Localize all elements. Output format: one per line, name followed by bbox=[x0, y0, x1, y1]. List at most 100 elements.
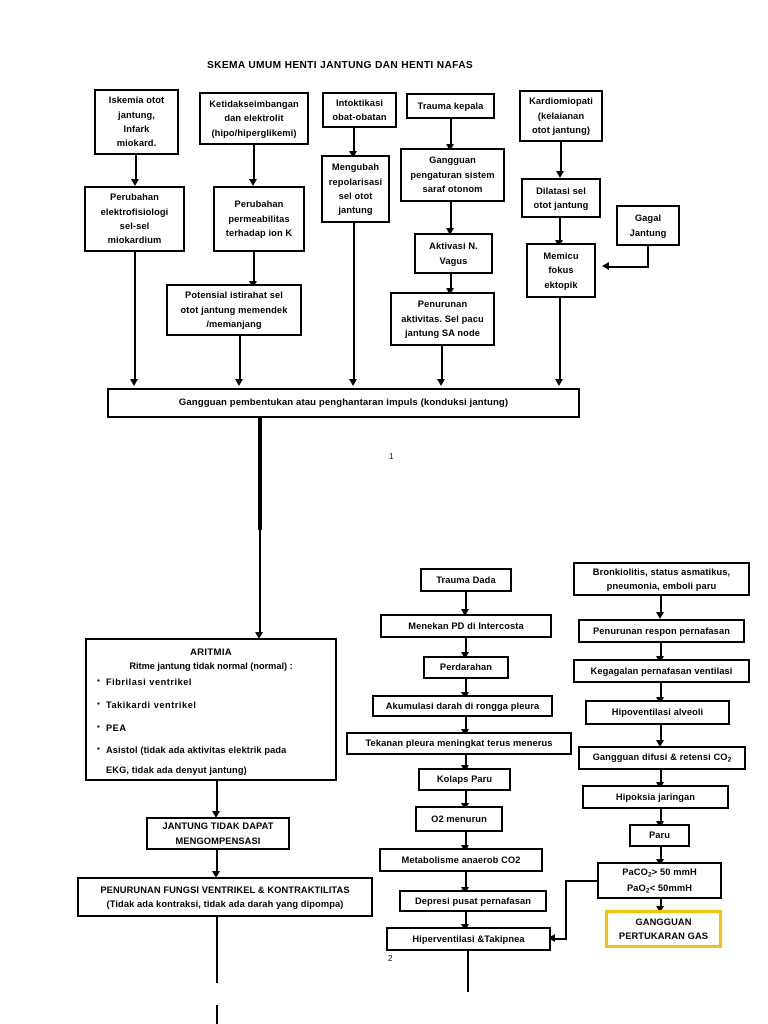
connector bbox=[465, 755, 467, 766]
node-gangguan-konduksi-jantung[interactable]: Gangguan pembentukan atau penghantaran i… bbox=[107, 388, 580, 418]
node-line: permeabilitas bbox=[228, 213, 290, 224]
connector bbox=[465, 679, 467, 693]
node-hiperventilasi-takipnea[interactable]: Hiperventilasi &Takipnea bbox=[386, 927, 551, 951]
node-jantung-tidak-dapat-mengompensasi[interactable]: JANTUNG TIDAK DAPAT MENGOMPENSASI bbox=[146, 817, 290, 850]
node-line: MENGOMPENSASI bbox=[175, 835, 261, 846]
connector bbox=[450, 202, 452, 229]
node-ketidakseimbangan-elektrolit[interactable]: Ketidakseimbangan dan elektrolit (hipo/h… bbox=[199, 92, 309, 145]
node-line: Penurunan bbox=[417, 299, 468, 310]
node-line: Aktivasi N. bbox=[429, 241, 478, 252]
arrowhead bbox=[437, 379, 445, 386]
node-line: sel-sel bbox=[119, 221, 150, 231]
node-line: Dilatasi sel bbox=[536, 185, 586, 196]
node-text: PaO bbox=[626, 882, 646, 893]
connector bbox=[559, 298, 561, 380]
node-line: jantung SA node bbox=[404, 328, 480, 339]
node-trauma-dada[interactable]: Trauma Dada bbox=[420, 568, 512, 592]
list-item: Fibrilasi ventrikel bbox=[97, 675, 325, 690]
node-gangguan-difusi-retensi-co2[interactable]: Gangguan difusi & retensi CO2 bbox=[578, 746, 746, 770]
node-line: Ketidakseimbangan bbox=[209, 98, 299, 109]
connector bbox=[660, 847, 662, 860]
node-penurunan-aktivitas-sa-node[interactable]: Penurunan aktivitas. Sel pacu jantung SA… bbox=[390, 292, 495, 346]
connector bbox=[441, 346, 443, 380]
node-line: terhadap ion K bbox=[225, 228, 293, 239]
node-line: Infark bbox=[123, 124, 150, 134]
node-akumulasi-darah-rongga-pleura[interactable]: Akumulasi darah di rongga pleura bbox=[372, 695, 553, 717]
arrowhead bbox=[349, 379, 357, 386]
node-paru[interactable]: Paru bbox=[629, 824, 690, 847]
node-line: Menekan PD di Intercosta bbox=[408, 620, 524, 631]
node-line: Trauma Dada bbox=[436, 574, 496, 585]
node-gangguan-saraf-otonom[interactable]: Gangguan pengaturan sistem saraf otonom bbox=[400, 148, 505, 202]
node-perubahan-permeabilitas[interactable]: Perubahan permeabilitas terhadap ion K bbox=[213, 186, 305, 252]
arrowhead bbox=[446, 288, 454, 295]
node-line: Hiperventilasi &Takipnea bbox=[412, 933, 525, 944]
connector bbox=[465, 832, 467, 846]
node-dilatasi-sel-otot-jantung[interactable]: Dilatasi sel otot jantung bbox=[521, 178, 601, 218]
node-line: Kardiomiopati bbox=[529, 96, 593, 107]
connector bbox=[465, 791, 467, 804]
node-trauma-kepala[interactable]: Trauma kepala bbox=[406, 93, 495, 119]
arrowhead bbox=[131, 179, 139, 186]
node-aktivasi-n-vagus[interactable]: Aktivasi N. Vagus bbox=[414, 233, 493, 274]
node-hipoventilasi-alveoli[interactable]: Hipoventilasi alveoli bbox=[585, 700, 730, 725]
node-line: Jantung bbox=[629, 227, 667, 238]
node-text: > 50 mmH bbox=[651, 866, 697, 877]
connector bbox=[353, 223, 355, 380]
node-metabolisme-anaerob[interactable]: Metabolisme anaerob CO2 bbox=[379, 848, 543, 872]
node-penurunan-fungsi-ventrikel[interactable]: PENURUNAN FUNGSI VENTRIKEL & KONTRAKTILI… bbox=[77, 877, 373, 917]
node-line: (hipo/hiperglikemi) bbox=[211, 127, 297, 138]
node-gagal-jantung[interactable]: Gagal Jantung bbox=[616, 205, 680, 246]
arrowhead bbox=[548, 934, 555, 942]
arrowhead bbox=[656, 740, 664, 747]
node-line: Metabolisme anaerob CO2 bbox=[401, 854, 521, 865]
node-menekan-pd-intercosta[interactable]: Menekan PD di Intercosta bbox=[380, 614, 552, 638]
arrowhead bbox=[656, 612, 664, 619]
node-line: sel otot bbox=[338, 191, 373, 201]
arrowhead bbox=[255, 632, 263, 639]
arrowhead bbox=[461, 609, 469, 616]
node-bronkiolitis[interactable]: Bronkiolitis, status asmatikus, pneumoni… bbox=[573, 562, 750, 596]
subscript: 2 bbox=[727, 756, 732, 764]
node-intoktikasi-obat-obatan[interactable]: Intoktikasi obat-obatan bbox=[322, 92, 397, 128]
node-potensial-istirahat-sel[interactable]: Potensial istirahat sel otot jantung mem… bbox=[166, 284, 302, 336]
node-aritmia[interactable]: ARITMIA Ritme jantung tidak normal (norm… bbox=[85, 638, 337, 781]
node-hipoksia-jaringan[interactable]: Hipoksia jaringan bbox=[582, 785, 729, 809]
connector-main bbox=[259, 500, 261, 636]
node-line: otot jantung memendek bbox=[180, 304, 288, 315]
node-paco2-pao2-values[interactable]: PaCO2> 50 mmH PaO2< 50mmH bbox=[597, 862, 722, 899]
arrowhead bbox=[212, 871, 220, 878]
node-tekanan-pleura-meningkat[interactable]: Tekanan pleura meningkat terus menerus bbox=[346, 732, 572, 755]
node-perubahan-elektrofisiologi[interactable]: Perubahan elektrofisiologi sel-sel mioka… bbox=[84, 186, 185, 252]
node-line: Kolaps Paru bbox=[436, 774, 493, 785]
node-line: Perdarahan bbox=[439, 662, 493, 673]
node-o2-menurun[interactable]: O2 menurun bbox=[415, 806, 503, 832]
node-line: repolarisasi bbox=[328, 176, 383, 187]
node-kolaps-paru[interactable]: Kolaps Paru bbox=[418, 768, 511, 791]
node-kegagalan-pernafasan-ventilasi[interactable]: Kegagalan pernafasan ventilasi bbox=[573, 659, 750, 683]
node-kardiomiopati[interactable]: Kardiomiopati (kelaianan otot jantung) bbox=[519, 90, 603, 142]
connector-main bbox=[258, 418, 262, 530]
node-perdarahan[interactable]: Perdarahan bbox=[423, 656, 509, 679]
node-memicu-fokus-ektopik[interactable]: Memicu fokus ektopik bbox=[526, 243, 596, 298]
node-iskemia-otot-jantung[interactable]: Iskemia otot jantung, Infark miokard. bbox=[94, 89, 179, 155]
node-gangguan-pertukaran-gas[interactable]: GANGGUAN PERTUKARAN GAS bbox=[605, 910, 722, 948]
node-line: fokus bbox=[548, 265, 574, 276]
connector-offpage bbox=[467, 951, 469, 992]
arrowhead bbox=[446, 144, 454, 151]
node-text: Gangguan difusi & retensi CO bbox=[592, 752, 728, 763]
node-line: otot jantung) bbox=[531, 125, 591, 136]
connector bbox=[239, 336, 241, 380]
node-depresi-pusat-pernafasan[interactable]: Depresi pusat pernafasan bbox=[399, 890, 547, 912]
node-line: Penurunan respon pernafasan bbox=[592, 625, 731, 636]
page-marker-two: 2 bbox=[388, 954, 393, 963]
node-line: Mengubah bbox=[331, 162, 380, 173]
connector bbox=[353, 128, 355, 152]
node-penurunan-respon-pernafasan[interactable]: Penurunan respon pernafasan bbox=[578, 619, 745, 643]
connector bbox=[465, 912, 467, 925]
connector bbox=[660, 596, 662, 613]
node-line: Perubahan bbox=[110, 192, 159, 203]
node-mengubah-repolarisasi[interactable]: Mengubah repolarisasi sel otot jantung bbox=[321, 155, 390, 223]
subscript: 2 bbox=[647, 871, 652, 879]
connector bbox=[560, 142, 562, 172]
